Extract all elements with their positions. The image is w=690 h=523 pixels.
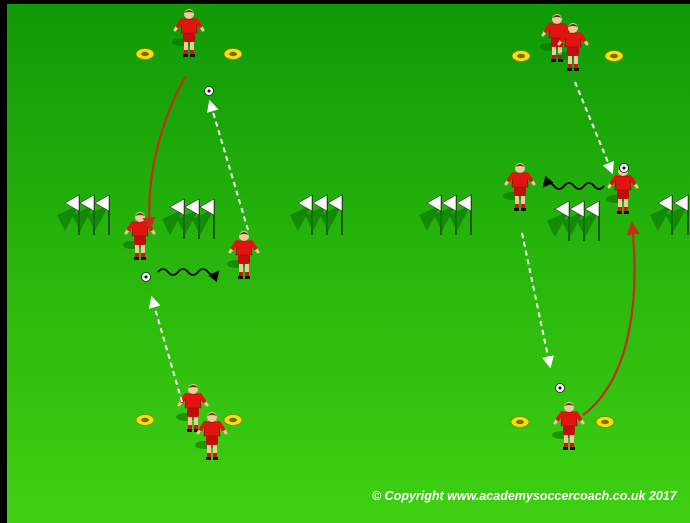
cone-icon — [224, 49, 242, 60]
cone-icon — [596, 417, 614, 428]
player-icon — [606, 166, 637, 214]
player-icon — [227, 231, 258, 279]
player-icon — [552, 402, 583, 450]
soccer-ball-icon — [556, 384, 565, 393]
soccer-ball-icon — [620, 164, 629, 173]
left-drill — [57, 9, 343, 460]
flag-pole-icon — [419, 195, 472, 235]
pass-arrow — [575, 82, 612, 172]
cone-icon — [136, 49, 154, 60]
copyright-text: © Copyright www.academysoccercoach.co.uk… — [372, 489, 677, 503]
right-drill — [419, 14, 689, 450]
soccer-ball-icon — [205, 87, 214, 96]
dribble-arrow — [158, 269, 218, 275]
cone-icon — [511, 417, 529, 428]
dribble-arrow — [544, 183, 604, 189]
pass-arrow — [210, 102, 248, 230]
cone-icon — [512, 51, 530, 62]
pass-arrow — [522, 233, 550, 366]
player-icon — [503, 163, 534, 211]
flag-pole-icon — [162, 199, 215, 239]
flag-pole-icon — [547, 201, 600, 241]
cone-icon — [605, 51, 623, 62]
cone-icon — [136, 415, 154, 426]
player-icon — [172, 9, 203, 57]
soccer-ball-icon — [142, 273, 151, 282]
run-arrow — [583, 224, 634, 415]
flag-pole-icon — [290, 195, 343, 235]
flag-pole-icon — [57, 195, 110, 235]
pass-arrow — [152, 298, 182, 402]
cone-icon — [224, 415, 242, 426]
player-icon — [195, 412, 226, 460]
